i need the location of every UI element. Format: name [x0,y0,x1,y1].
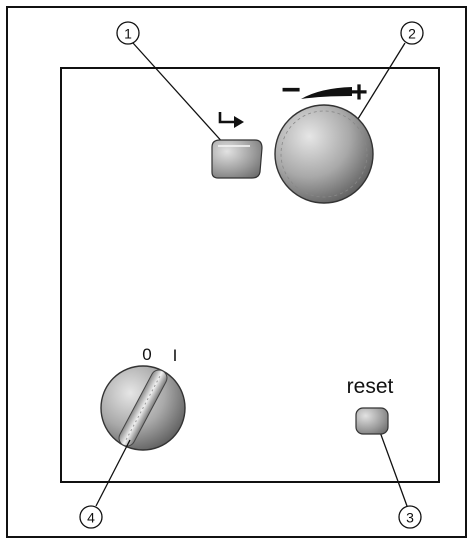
switch-on-label: I [173,346,178,365]
mode-push-button[interactable] [211,139,263,179]
switch-off-label: 0 [142,345,151,364]
hook-arrow-icon [218,112,244,128]
control-panel [60,67,440,483]
callout-1: 1 [116,21,226,146]
power-rotary-switch[interactable] [100,365,186,451]
outer-frame [6,6,467,538]
svg-text:1: 1 [124,26,132,42]
temperature-wedge-icon [301,87,352,99]
callout-4: 4 [79,439,131,529]
svg-text:4: 4 [87,510,95,526]
svg-text:3: 3 [406,510,414,526]
reset-label: reset [347,375,394,398]
callout-3: 3 [375,420,422,529]
reset-button[interactable] [355,407,389,435]
dial-minus-label: − [281,71,301,109]
temperature-dial[interactable] [274,104,374,204]
temperature-scale: − + [281,71,368,109]
dial-plus-label: + [350,76,368,109]
svg-text:2: 2 [408,26,416,42]
switch-handle [118,369,168,447]
dial-rim [280,110,368,198]
